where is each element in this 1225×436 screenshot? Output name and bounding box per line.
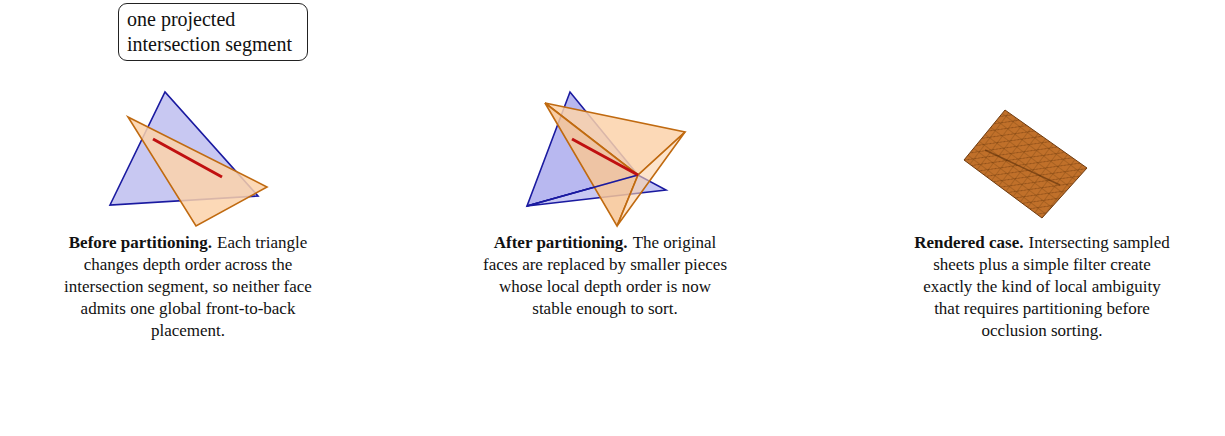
rendered-mesh (964, 110, 1087, 218)
panel-caption: Rendered case.Intersecting sampled sheet… (912, 232, 1172, 342)
after-triangles (527, 92, 685, 226)
panel-caption: Before partitioning.Each triangle change… (63, 232, 313, 342)
caption-heading: After partitioning. (494, 233, 628, 252)
caption-heading: Before partitioning. (69, 233, 212, 252)
panel-caption: After partitioning.The original faces ar… (480, 232, 730, 320)
callout-text: one projected intersection segment (127, 8, 292, 55)
before-triangles (110, 92, 267, 226)
callout-box: one projected intersection segment (118, 3, 308, 61)
caption-heading: Rendered case. (914, 233, 1023, 252)
